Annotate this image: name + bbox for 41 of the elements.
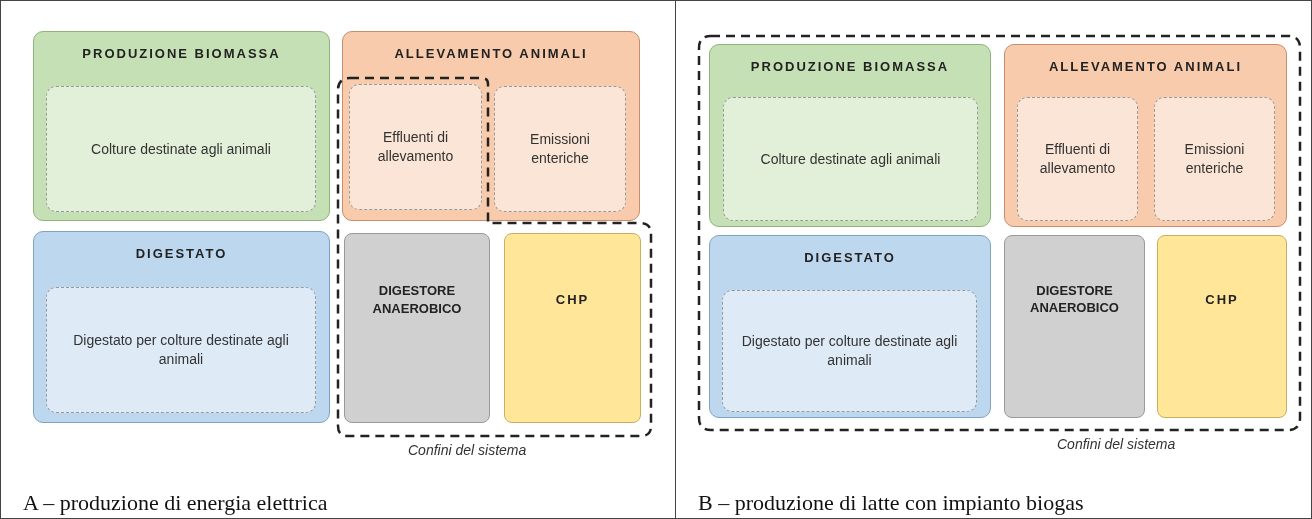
item-card bbox=[1017, 97, 1138, 221]
boundary-label: Confini del sistema bbox=[1057, 436, 1176, 452]
item-card bbox=[494, 86, 626, 212]
item-card bbox=[723, 97, 978, 221]
category-panel bbox=[709, 235, 991, 418]
figure-panel bbox=[0, 0, 676, 519]
item-card bbox=[46, 287, 316, 413]
panel-caption: A – produzione di energia elettrica bbox=[23, 490, 328, 516]
panel-caption: B – produzione di latte con impianto biogas bbox=[698, 490, 1084, 516]
figure-panel bbox=[676, 0, 1312, 519]
panel-title: PRODUZIONE BIOMASSA bbox=[749, 59, 951, 74]
panel-title: DIGESTATO bbox=[803, 250, 897, 265]
panel-title: DIGESTATO bbox=[134, 246, 229, 261]
component-card bbox=[344, 233, 490, 423]
item-card bbox=[349, 84, 482, 210]
item-card bbox=[1154, 97, 1275, 221]
item-card bbox=[46, 86, 316, 212]
panel-title: ALLEVAMENTO ANIMALI bbox=[393, 46, 589, 61]
item-text: Digestato per colture destinate agli animali bbox=[72, 331, 290, 369]
item-card bbox=[722, 290, 977, 412]
item-text: Emissioni enteriche bbox=[1183, 140, 1246, 178]
component-label: DIGESTORE ANAEROBICO bbox=[1029, 281, 1120, 317]
panel-title: ALLEVAMENTO ANIMALI bbox=[1048, 59, 1243, 74]
component-card bbox=[504, 233, 641, 423]
component-label: DIGESTORE ANAEROBICO bbox=[371, 282, 463, 318]
item-text: Digestato per colture destinate agli animali bbox=[740, 332, 959, 370]
category-panel bbox=[33, 31, 330, 221]
category-panel bbox=[33, 231, 330, 423]
component-card bbox=[1157, 235, 1287, 418]
item-text: Colture destinate agli animali bbox=[759, 149, 942, 169]
item-text: Emissioni enteriche bbox=[529, 130, 591, 168]
boundary-label: Confini del sistema bbox=[408, 442, 527, 458]
item-text: Colture destinate agli animali bbox=[90, 139, 272, 159]
component-card bbox=[1004, 235, 1145, 418]
component-label: CHP bbox=[554, 291, 591, 309]
category-panel bbox=[709, 44, 991, 227]
panel-title: PRODUZIONE BIOMASSA bbox=[81, 46, 282, 61]
item-text: Effluenti di allevamento bbox=[376, 128, 455, 166]
item-text: Effluenti di allevamento bbox=[1038, 140, 1117, 178]
category-panel bbox=[1004, 44, 1287, 227]
component-label: CHP bbox=[1204, 290, 1240, 309]
